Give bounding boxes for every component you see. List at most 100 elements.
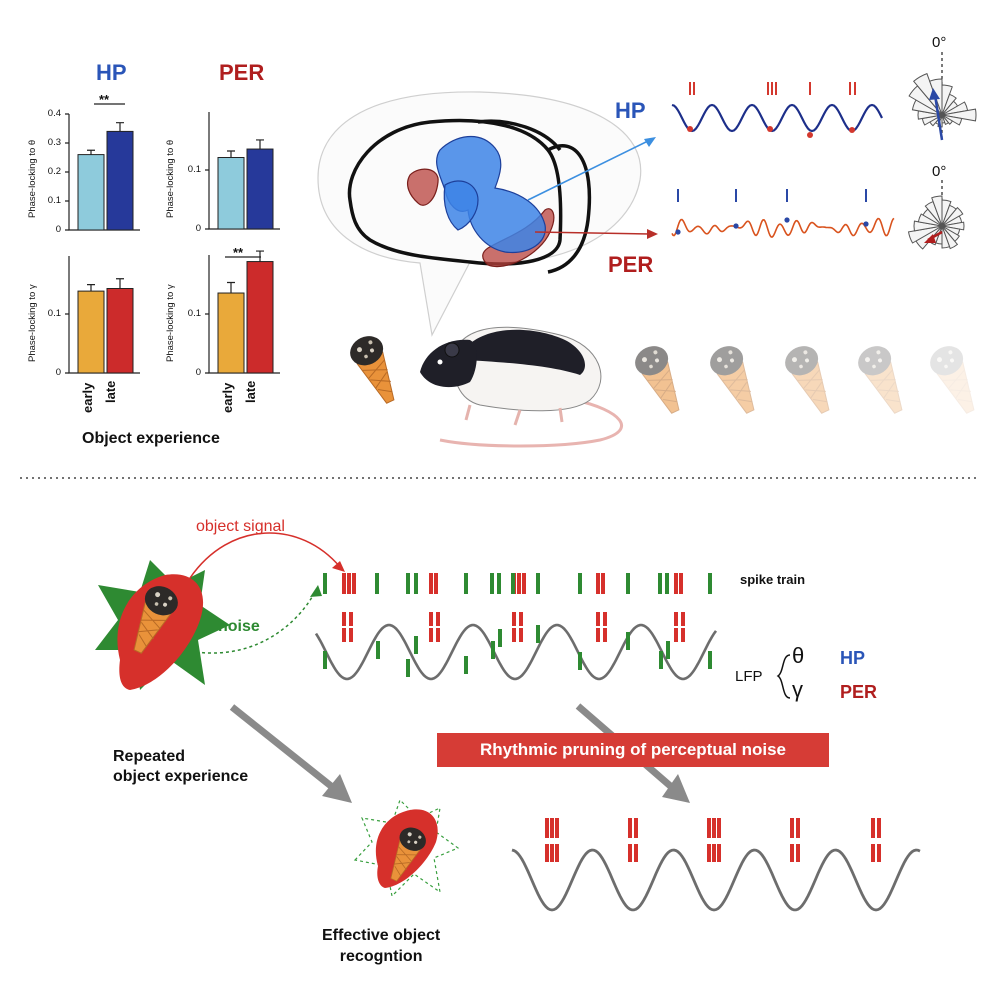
tick-label: 0: [55, 224, 61, 235]
pruned-spikes: [545, 818, 881, 862]
polar-sector: [913, 220, 943, 232]
hp-spike-raster: [689, 82, 856, 95]
hp-chart-title: HP: [96, 60, 127, 85]
per-polar-plot: [907, 180, 965, 250]
ylabel-per-theta: Phase-locking to θ: [165, 139, 176, 218]
bar-early: [77, 290, 105, 374]
bar-late: [246, 261, 274, 374]
bar-late: [106, 130, 134, 231]
spike-train: [323, 573, 712, 594]
error-bar: [256, 139, 264, 150]
tick-label: 0: [55, 367, 61, 378]
per-arrow: [534, 229, 658, 239]
lfp-label: LFP: [735, 668, 763, 685]
chart-hp-theta-ticks: [65, 113, 69, 231]
object-with-noise-icon: [95, 560, 230, 690]
bar-early: [217, 292, 245, 374]
clean-object-icon: [353, 798, 460, 898]
error-bar: [87, 149, 95, 155]
chart-per-gamma-ticks: [205, 313, 209, 374]
ylabel-per-gamma: Phase-locking to γ: [165, 284, 176, 362]
chart-per-theta-ticks: [205, 169, 209, 230]
cone-icon-faded-3: [779, 340, 842, 420]
pruned-lfp-wave: [511, 848, 921, 912]
error-bar: [256, 250, 264, 262]
cone-icon-faded-1: [629, 340, 692, 420]
polar-sector: [941, 114, 954, 125]
brain-outline: [347, 118, 592, 274]
per-spike-phase-dots: [675, 217, 869, 235]
hp-polar-plot: [908, 52, 977, 141]
error-bar: [116, 122, 124, 132]
tick-label: 0.2: [47, 166, 61, 177]
object-signal-arrow: [189, 532, 345, 579]
sig-marker-hp: **: [99, 92, 110, 107]
polar-sector: [941, 221, 965, 231]
effective-recognition-label: Effective object recogntion: [322, 927, 441, 965]
pruning-banner: Rhythmic pruning of perceptual noise: [437, 733, 829, 767]
bar-early: [77, 154, 105, 231]
object-signal-label: object signal: [196, 518, 285, 535]
noise-arrow: [195, 585, 322, 654]
hp-trace-label: HP: [615, 98, 646, 123]
sig-marker-per: **: [233, 245, 244, 260]
hp-theta-trace: [671, 103, 883, 133]
per-trace-label: PER: [608, 252, 654, 277]
polar-sector: [907, 225, 943, 244]
polar-sector: [941, 225, 959, 250]
tick-label: 0.1: [47, 195, 61, 206]
error-bar: [116, 278, 124, 289]
cone-icon-faded-4: [852, 340, 915, 420]
lfp-per-label: PER: [840, 682, 878, 702]
error-bar: [227, 150, 235, 158]
hp-arrow: [527, 137, 656, 201]
polar-sector: [941, 206, 964, 227]
polar-sector: [913, 73, 943, 116]
cone-icon: [344, 330, 407, 410]
lfp-brace: [776, 654, 791, 699]
bar-late: [106, 288, 134, 374]
chart-xlabel: Object experience: [82, 430, 220, 447]
tick-label: 0: [195, 367, 201, 378]
theta-symbol: θ: [792, 643, 805, 668]
polar-sector: [941, 114, 950, 126]
polar-sector: [931, 195, 943, 227]
xcat-late: late: [243, 380, 258, 403]
xcat-early: early: [80, 382, 95, 413]
per-polar-label: 0°: [932, 163, 947, 180]
error-bar: [87, 284, 95, 292]
gamma-symbol: γ: [792, 677, 803, 702]
tick-label: 0.3: [47, 137, 61, 148]
rat-illustration: [420, 326, 623, 448]
spike-train-label: spike train: [740, 572, 806, 587]
bar-late: [246, 148, 274, 230]
bar-marks: [77, 122, 274, 374]
cone-icon-faded-5: [924, 340, 987, 420]
ylabel-hp-theta: Phase-locking to θ: [27, 139, 38, 218]
tick-label: 0: [195, 223, 201, 234]
xcat-early: early: [220, 382, 235, 413]
xcat-late: late: [103, 380, 118, 403]
ylabel-hp-gamma: Phase-locking to γ: [27, 284, 38, 362]
polar-sector: [941, 225, 951, 249]
repeated-experience-label: Repeated object experience: [113, 748, 249, 785]
experience-arrow: [229, 704, 352, 803]
hp-spike-phase-dots: [687, 126, 855, 138]
polar-sector: [941, 93, 957, 116]
error-bar: [227, 281, 235, 294]
hp-polar-label: 0°: [932, 34, 947, 51]
polar-sector: [941, 108, 977, 122]
cone-icon-faded-2: [704, 340, 767, 420]
lfp-locked-spikes: [323, 612, 712, 677]
per-gamma-trace: [671, 217, 895, 238]
noise-label: noise: [218, 618, 260, 635]
tick-label: 0.1: [187, 308, 201, 319]
tick-label: 0.1: [47, 308, 61, 319]
tick-label: 0.1: [187, 164, 201, 175]
tick-label: 0.4: [47, 108, 61, 119]
bar-early: [217, 157, 245, 230]
lfp-hp-label: HP: [840, 648, 866, 668]
per-spike-raster: [677, 189, 867, 202]
